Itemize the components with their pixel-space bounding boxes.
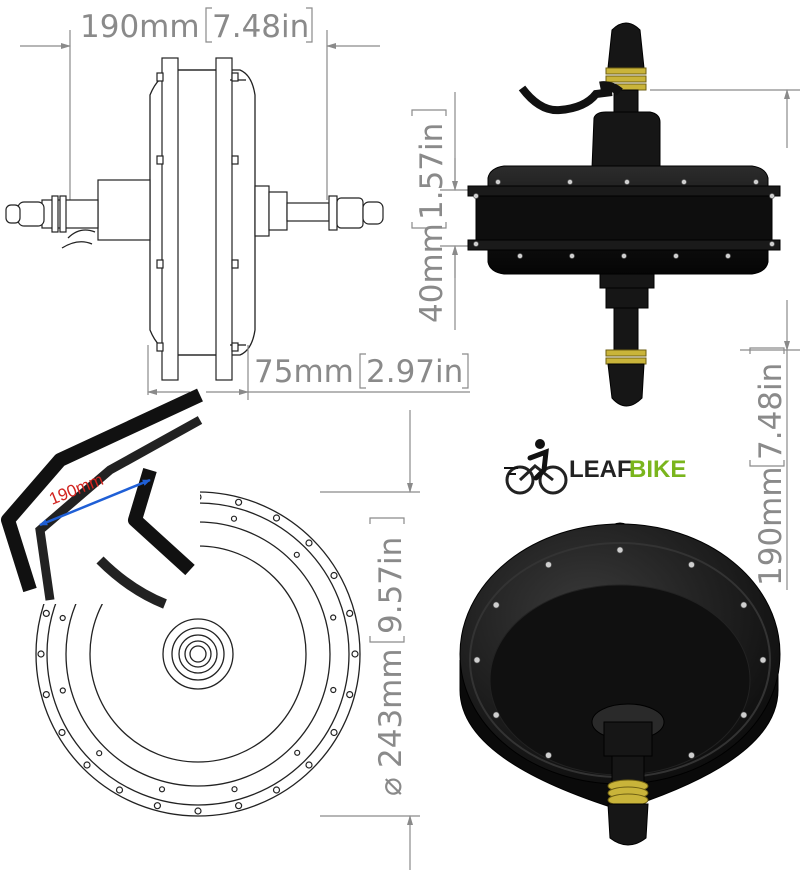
brand-name-part1: LEAF <box>569 456 632 483</box>
diameter-symbol: ⌀ <box>373 777 409 796</box>
rim-bolt <box>235 498 243 506</box>
rim-bolt <box>346 690 354 699</box>
rim-bolt <box>115 786 124 794</box>
cover-bolt <box>293 551 300 558</box>
rim-bolt <box>330 571 338 580</box>
rim-bolt <box>235 802 243 810</box>
render-bolt <box>545 561 552 569</box>
side-cover-width-in: 2.97in <box>366 354 463 390</box>
render-bolt <box>740 711 748 719</box>
rim-bolt <box>305 539 313 547</box>
overall-width-in: 7.48in <box>212 9 309 45</box>
rim-bolt <box>272 514 281 522</box>
cyclist-icon <box>504 439 568 495</box>
axle-length-mm: 190mm <box>753 466 789 586</box>
front-view-drawing: ⌀ 243mm 9.57in 190mm <box>0 388 420 870</box>
overall-width-mm: 190mm <box>80 9 200 45</box>
rim-bolt <box>346 609 354 618</box>
rim-bolt <box>37 650 45 658</box>
cover-bolt <box>96 750 103 757</box>
frame-dropout-inset: 190mm <box>0 388 203 609</box>
rim-bolt <box>42 690 50 699</box>
rim-bolt <box>153 802 161 810</box>
cover-bolt <box>230 515 238 522</box>
cover-bolt <box>231 786 238 793</box>
hub-height-mm: 40mm <box>414 223 450 323</box>
hub-height-in: 1.57in <box>414 123 450 220</box>
cover-bolt <box>59 614 66 622</box>
cover-bolt <box>158 786 166 793</box>
rim-bolt <box>272 786 281 794</box>
rim-bolt <box>194 807 202 815</box>
side-render-bolts <box>473 179 775 259</box>
render-bolt <box>616 546 624 554</box>
bottom-axle-springs <box>607 779 649 807</box>
render-bolt <box>492 601 500 609</box>
rim-bolt <box>305 761 313 769</box>
side-view-drawing: 190mm 7.48in <box>5 7 470 400</box>
rim-bolt <box>330 728 338 737</box>
perspective-render <box>459 522 781 846</box>
cover-bolt <box>330 614 337 621</box>
side-cover-width-mm: 75mm <box>254 354 354 390</box>
render-bolt <box>759 656 767 664</box>
cover-bolt <box>330 686 337 694</box>
render-bolt <box>688 561 695 569</box>
rim-bolt <box>83 761 91 769</box>
render-bolt <box>492 711 500 719</box>
diameter-in: 9.57in <box>373 537 409 634</box>
cover-bolt <box>59 687 66 694</box>
cover-bolt <box>294 749 301 756</box>
side-view-render: 40mm 1.57in <box>411 22 800 590</box>
brand-logo: LEAF BIKE <box>504 439 686 495</box>
render-bolt <box>545 751 552 759</box>
brand-name-part2: BIKE <box>629 456 686 483</box>
render-bolt <box>473 656 481 664</box>
rim-bolt <box>58 728 66 737</box>
front-hub-center <box>162 618 234 690</box>
render-bolt <box>740 601 748 609</box>
rim-bolt <box>351 650 359 658</box>
rim-bolt <box>42 609 50 618</box>
axle-length-in: 7.48in <box>753 363 789 460</box>
render-bolt <box>688 751 695 759</box>
diameter-mm: 243mm <box>373 648 409 768</box>
rim-bolts-side <box>156 72 239 352</box>
